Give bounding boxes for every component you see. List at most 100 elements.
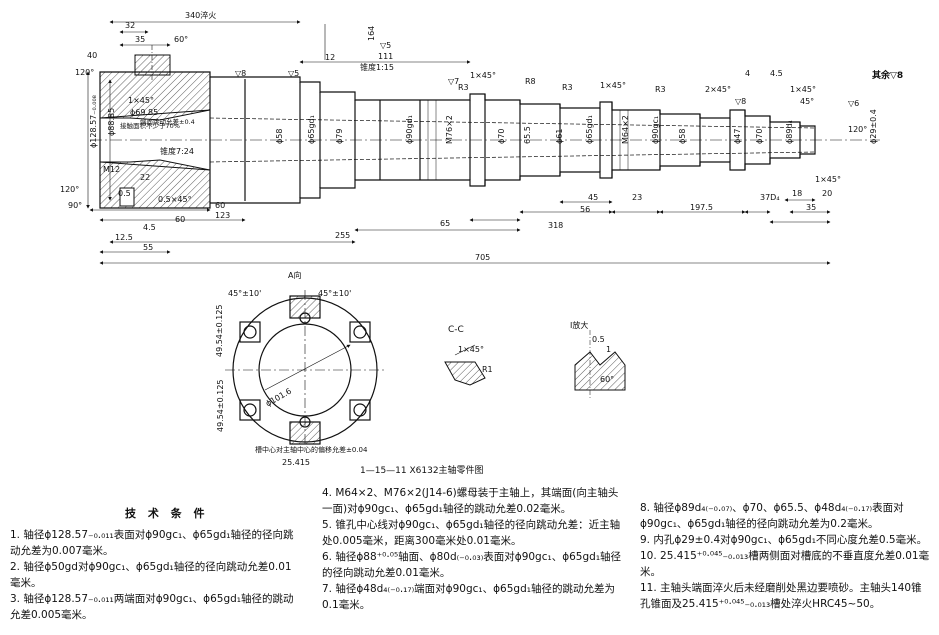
dim-label: 1×45° [815, 175, 841, 184]
dim-label: 4.5 [143, 223, 156, 232]
spindle-drawing: 340淬火 32 35 40 120° 60° 1×45° ϕ69.85 ϕ12… [60, 10, 903, 467]
dim-label: 35 [135, 35, 145, 44]
dim-label: 32 [125, 21, 135, 30]
dim-label: ϕ58 [678, 129, 687, 144]
dim-label: R1 [482, 365, 493, 374]
tech-item: 7. 轴径ϕ48d₄₍₋₀.₁₇₎端面对ϕ90gc₁、ϕ65gd₁轴径的跳动允差… [322, 583, 615, 611]
dim-label: ϕ88.85 [107, 108, 116, 136]
dim-label: ϕ89d₄ [785, 120, 794, 144]
tech-conditions-title: 技 术 条 件 [125, 507, 209, 520]
dim-label: 4.5 [770, 69, 783, 78]
dim-label: 60 [215, 201, 225, 210]
dim-label: 1×45° [790, 85, 816, 94]
dim-label: 111 [378, 52, 393, 61]
dim-label: 18 [792, 189, 802, 198]
dim-label: 90° [68, 201, 82, 210]
bore-note-label: 端面跳动允差±0.4 [140, 117, 195, 126]
head-section [99, 45, 211, 209]
dim-label: ϕ101.6 [264, 387, 293, 409]
dim-label: 49.54±0.125 [215, 304, 224, 357]
dimension-lines [86, 20, 831, 265]
dim-label: R8 [525, 77, 536, 86]
surface-mark: ▽8 [735, 97, 746, 106]
dim-label: 65.5 [523, 126, 532, 144]
dim-label: R3 [562, 83, 573, 92]
dim-label: 340淬火 [185, 10, 216, 20]
dim-label: 2×45° [705, 85, 731, 94]
tech-item: 6. 轴径ϕ88⁺⁰·⁰⁵轴面、ϕ80d₍₋₀.₀₃₎表面对ϕ90gc₁、ϕ65… [322, 551, 622, 579]
tech-item: 9. 内孔ϕ29±0.4对ϕ90gc₁、ϕ65gd₁不同心度允差0.5毫米。 [640, 534, 928, 546]
dim-label: 25.415 [282, 458, 310, 467]
dim-label: 55 [143, 243, 153, 252]
dim-label: M76×2 [445, 115, 454, 144]
section-cc-label: C-C [448, 325, 464, 335]
dim-label: 20 [822, 189, 832, 198]
dim-label: 318 [548, 221, 563, 230]
dim-label: ϕ90gd₁ [405, 115, 414, 144]
dim-label: 0.5 [118, 189, 131, 198]
tech-item: 10. 25.415⁺⁰·⁰⁴⁵₋₀.₀₁₃槽两侧面对槽底的不垂直度允差0.01… [640, 550, 930, 578]
tech-column-3: 8. 轴径ϕ89d₄₍₋₀.₀₇₎、ϕ70、ϕ65.5、ϕ48d₄₍₋₀.₁₇₎… [640, 500, 935, 612]
surface-mark: ▽5 [380, 41, 391, 50]
dim-label: ϕ65gd₁ [585, 115, 594, 144]
dim-label: ϕ70 [755, 129, 764, 144]
dim-label: 12.5 [115, 233, 133, 242]
dim-label: 60° [174, 35, 188, 44]
dim-label: 120° [848, 125, 867, 134]
dim-label: ϕ61 [555, 129, 564, 144]
dim-label: 1 [606, 345, 611, 354]
tech-item: 3. 轴径ϕ128.57₋₀.₀₁₁两端面对ϕ90gc₁、ϕ65gd₁轴径的跳动… [10, 593, 294, 621]
remaining-finish-label: 其余▽8 [872, 69, 903, 81]
dim-label: 23 [632, 193, 642, 202]
dim-label: 1×45° [470, 71, 496, 80]
dim-label: 0.5×45° [158, 195, 192, 204]
tech-item: 11. 主轴头端面淬火后未经磨削处黑边要喷砂。主轴头140锥孔锥面及25.415… [640, 582, 922, 610]
enlarged-label: I放大 [570, 320, 588, 330]
figure-caption: 1—15—11 X6132主轴零件图 [360, 466, 484, 476]
dim-label: 705 [475, 253, 490, 262]
dim-label: 35 [806, 203, 816, 212]
tech-column-1: 1. 轴径ϕ128.57₋₀.₀₁₁表面对ϕ90gc₁、ϕ65gd₁轴径的径向跳… [10, 527, 310, 623]
dim-label: 45° [800, 97, 814, 106]
dim-label: 120° [75, 68, 94, 77]
dim-label: M12 [103, 165, 120, 174]
dim-label: 60 [175, 215, 185, 224]
dim-label: 120° [60, 185, 79, 194]
surface-mark: ▽7 [448, 77, 459, 86]
surface-mark: ▽6 [848, 99, 859, 108]
dim-label: ϕ90gc₁ [651, 116, 660, 144]
tech-item: 1. 轴径ϕ128.57₋₀.₀₁₁表面对ϕ90gc₁、ϕ65gd₁轴径的径向跳… [10, 529, 294, 557]
dim-label: 22 [140, 173, 150, 182]
dim-label: 65 [440, 219, 450, 228]
dim-label: R3 [655, 85, 666, 94]
dim-label: 1×45° [600, 81, 626, 90]
taper-small-label: 锥度1:15 [360, 62, 394, 72]
dim-label: R3 [458, 83, 469, 92]
slot-note-label: 槽中心对主轴中心的偏移允差±0.04 [255, 445, 368, 454]
dim-label: 1×45° [128, 96, 154, 105]
dim-label: 164 [367, 26, 376, 41]
dim-label: 56 [580, 205, 590, 214]
dim-label: 49.54±0.125 [216, 379, 225, 432]
face-spec-label: 接触面积不少于70% [120, 121, 180, 130]
dim-label: ϕ29±0.4 [869, 109, 878, 144]
enlarged-detail [574, 330, 626, 400]
dim-label: 123 [215, 211, 230, 220]
dim-label: ϕ128.57₋₀.₀₀₈ [89, 95, 98, 148]
cc-section [444, 344, 486, 386]
dim-label: 45 [588, 193, 598, 202]
dim-label: 40 [87, 51, 97, 60]
tech-item: 5. 锥孔中心线对ϕ90gc₁、ϕ65gd₁轴径的径向跳动允差：近主轴处0.00… [322, 519, 621, 547]
tech-item: 8. 轴径ϕ89d₄₍₋₀.₀₇₎、ϕ70、ϕ65.5、ϕ48d₄₍₋₀.₁₇₎… [640, 502, 904, 530]
surface-mark: ▽5 [288, 69, 299, 78]
tech-item: 4. M64×2、M76×2(J14-6)螺母装于主轴上，其端面(向主轴头一面)… [322, 487, 619, 515]
dim-label: ϕ79 [335, 129, 344, 144]
surface-mark: ▽8 [235, 69, 246, 78]
dim-label: 45°±10' [228, 289, 261, 298]
dim-label: ϕ47 [733, 129, 742, 144]
dim-label: 255 [335, 231, 350, 240]
dim-label: 197.5 [690, 203, 713, 212]
dim-label: ϕ70 [497, 129, 506, 144]
dim-label: ϕ58 [275, 129, 284, 144]
dim-label: 1×45° [458, 345, 484, 354]
